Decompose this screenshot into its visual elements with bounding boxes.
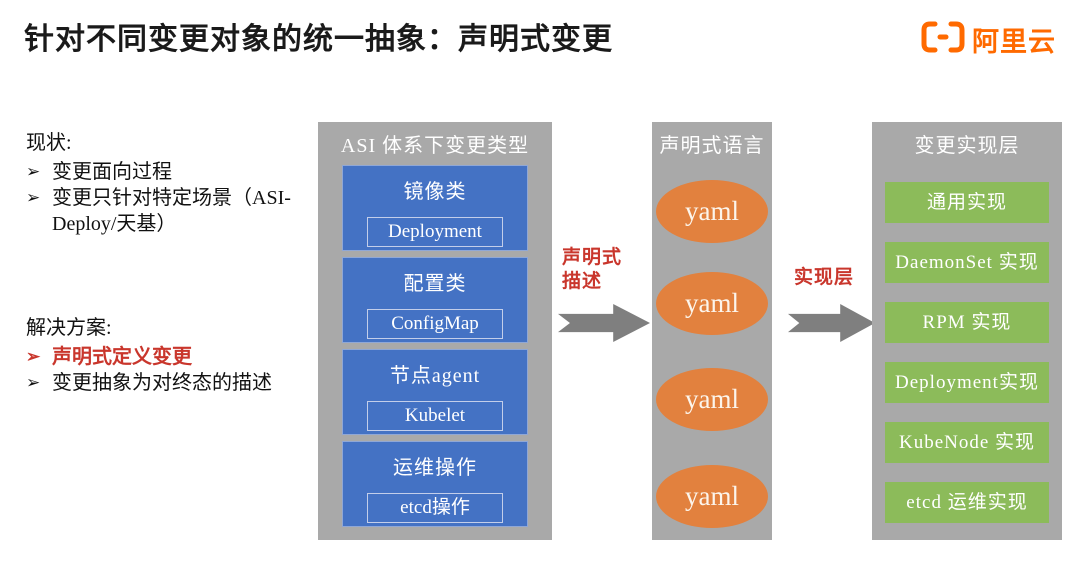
arrow-label-line: 实现层 xyxy=(794,267,855,288)
change-type-box: 节点agent Kubelet xyxy=(342,349,528,435)
panel-change-types-header: ASI 体系下变更类型 xyxy=(340,135,530,157)
implementation-box: KubeNode 实现 xyxy=(885,422,1049,463)
list-item: ➢ 变更抽象为对终态的描述 xyxy=(26,370,324,396)
arrow-label-line: 声明式 xyxy=(562,247,623,268)
list-item: ➢ 变更只针对特定场景（ASI-Deploy/天基） xyxy=(26,185,324,237)
bullet-arrow-icon: ➢ xyxy=(26,162,41,181)
yaml-ellipse: yaml xyxy=(656,180,768,243)
bullet-arrow-icon: ➢ xyxy=(26,188,41,207)
notes-heading-solution: 解决方案: xyxy=(26,317,112,339)
arrow-label-declarative-description: 声明式 描述 xyxy=(562,246,622,294)
bullet-arrow-icon: ➢ xyxy=(26,347,41,366)
change-type-label: 镜像类 xyxy=(403,181,467,203)
change-type-box: 配置类 ConfigMap xyxy=(342,257,528,343)
list-item: ➢ 变更面向过程 xyxy=(26,159,324,185)
change-type-list: 镜像类 Deployment 配置类 ConfigMap 节点agent Kub… xyxy=(342,165,528,533)
list-item-text: 变更抽象为对终态的描述 xyxy=(52,372,272,394)
page-title: 针对不同变更对象的统一抽象：声明式变更 xyxy=(24,23,613,56)
bullet-arrow-icon: ➢ xyxy=(26,373,41,392)
panel-implementation-layer-header: 变更实现层 xyxy=(914,135,1020,157)
change-type-sub: Deployment xyxy=(367,217,503,247)
yaml-ellipse: yaml xyxy=(656,272,768,335)
right-arrow-icon xyxy=(788,304,875,342)
implementation-box: Deployment实现 xyxy=(885,362,1049,403)
alibaba-cloud-logo: 阿里云 xyxy=(921,20,1056,59)
notes-panel: 现状: ➢ 变更面向过程 ➢ 变更只针对特定场景（ASI-Deploy/天基） … xyxy=(26,130,324,396)
panel-declarative-language: 声明式语言 yaml yaml yaml yaml xyxy=(652,122,772,540)
change-type-sub: etcd操作 xyxy=(367,493,503,523)
arrow-label-line: 描述 xyxy=(562,271,603,292)
panel-implementation-layer: 变更实现层 通用实现 DaemonSet 实现 RPM 实现 Deploymen… xyxy=(872,122,1062,540)
implementation-box: DaemonSet 实现 xyxy=(885,242,1049,283)
change-type-box: 运维操作 etcd操作 xyxy=(342,441,528,527)
panel-change-types: ASI 体系下变更类型 镜像类 Deployment 配置类 ConfigMap… xyxy=(318,122,552,540)
change-type-label: 配置类 xyxy=(403,273,467,295)
spacer xyxy=(26,237,324,315)
implementation-box: etcd 运维实现 xyxy=(885,482,1049,523)
change-type-box: 镜像类 Deployment xyxy=(342,165,528,251)
notes-heading-status: 现状: xyxy=(26,132,72,154)
list-item-text: 变更面向过程 xyxy=(52,161,172,183)
list-item-text: 声明式定义变更 xyxy=(52,346,192,368)
arrow-label-implementation-layer: 实现层 xyxy=(794,266,854,290)
right-arrow-icon xyxy=(558,304,650,342)
panel-declarative-language-header: 声明式语言 xyxy=(659,135,765,157)
implementation-box: RPM 实现 xyxy=(885,302,1049,343)
yaml-ellipse: yaml xyxy=(656,368,768,431)
list-item-text: 变更只针对特定场景（ASI-Deploy/天基） xyxy=(52,187,291,235)
logo-wordmark: 阿里云 xyxy=(972,27,1056,57)
change-type-sub: Kubelet xyxy=(367,401,503,431)
implementation-list: 通用实现 DaemonSet 实现 RPM 实现 Deployment实现 Ku… xyxy=(885,182,1049,542)
change-type-label: 节点agent xyxy=(389,365,481,387)
change-type-label: 运维操作 xyxy=(393,457,477,479)
implementation-box: 通用实现 xyxy=(885,182,1049,223)
yaml-ellipse: yaml xyxy=(656,465,768,528)
change-type-sub: ConfigMap xyxy=(367,309,503,339)
list-item-highlighted: ➢ 声明式定义变更 xyxy=(26,344,324,370)
alibaba-cloud-logo-icon xyxy=(921,21,965,58)
